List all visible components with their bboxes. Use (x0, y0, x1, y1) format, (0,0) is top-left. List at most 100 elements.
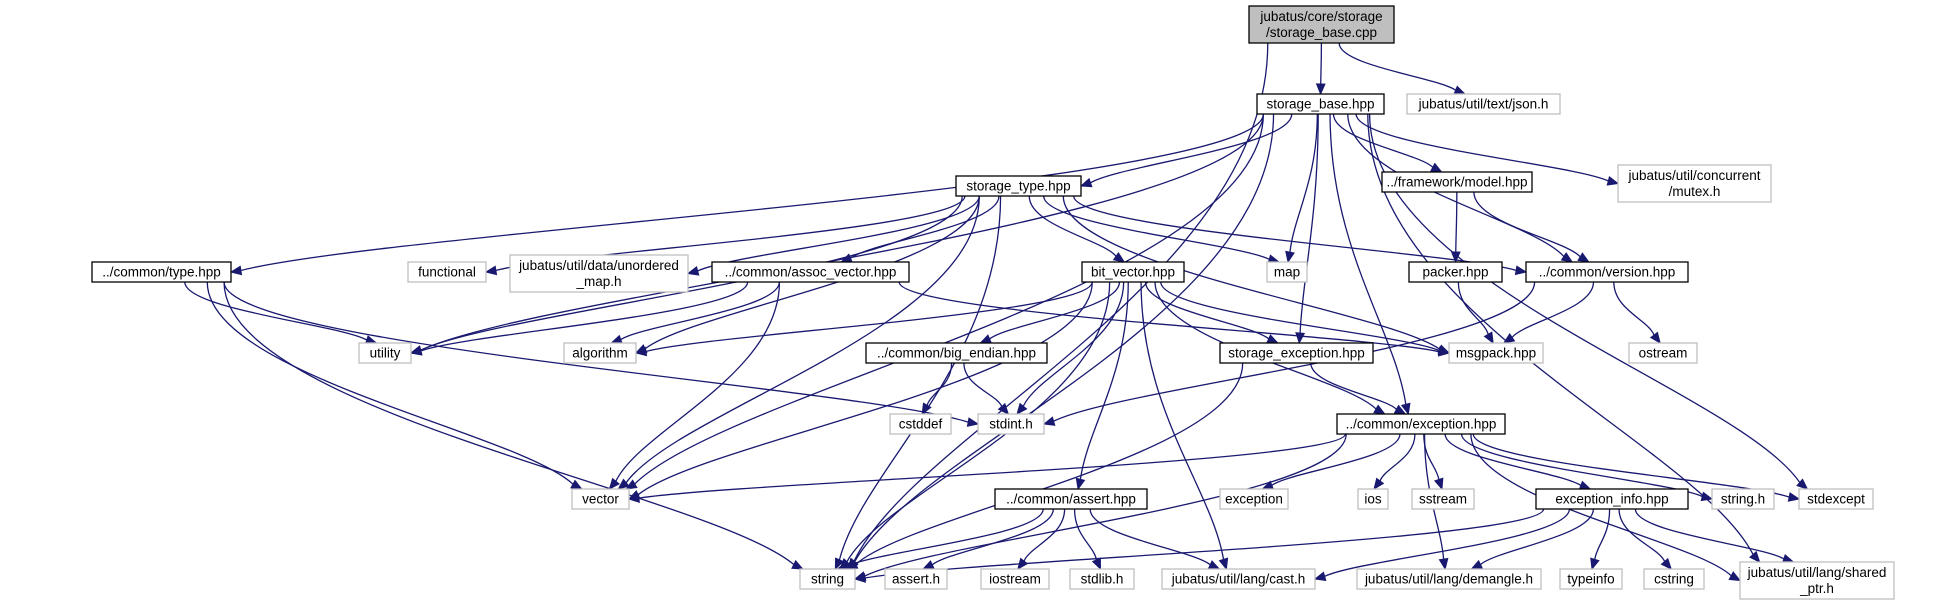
include-edge-bit_vector-to-big_endian (979, 281, 1121, 344)
node-label: jubatus/util/data/unordered (518, 258, 679, 273)
node-root[interactable]: jubatus/core/storage/storage_base.cpp (1248, 5, 1395, 44)
edge-line (638, 433, 1347, 499)
include-edge-storage_base-to-vector (625, 113, 1264, 490)
node-packer[interactable]: packer.hpp (1408, 261, 1503, 283)
node-box (884, 568, 948, 590)
node-version[interactable]: ../common/version.hpp (1525, 261, 1689, 283)
node-box (1711, 488, 1775, 510)
node-algorithm: algorithm (563, 342, 637, 364)
node-model[interactable]: ../framework/model.hpp (1381, 171, 1533, 193)
edge-line (637, 281, 1093, 496)
node-storage_exception[interactable]: storage_exception.hpp (1219, 342, 1374, 364)
arrowhead-icon (1577, 252, 1590, 263)
node-box (1643, 568, 1705, 590)
node-storage_base[interactable]: storage_base.hpp (1256, 93, 1385, 115)
include-edge-type-to-vector (206, 281, 583, 490)
node-label: ../common/big_endian.hpp (877, 346, 1036, 361)
edge-line (1379, 433, 1416, 482)
include-edge-bit_vector-to-algorithm (634, 281, 1093, 357)
node-box (1525, 261, 1689, 283)
node-type[interactable]: ../common/type.hpp (91, 261, 232, 283)
node-label: cstddef (899, 417, 943, 432)
node-utility: utility (358, 342, 412, 364)
edge-line (855, 362, 1244, 565)
node-label: packer.hpp (1422, 265, 1488, 280)
node-sstream: sstream (1411, 488, 1475, 510)
node-exception_hpp[interactable]: ../common/exception.hpp (1336, 413, 1506, 435)
include-edge-exception_hpp-to-vector (627, 433, 1347, 503)
node-exception_info[interactable]: exception_info.hpp (1535, 488, 1689, 510)
arrowhead-icon (1079, 177, 1093, 188)
edge-line (1338, 42, 1457, 91)
include-edge-root-to-json (1338, 42, 1467, 95)
edge-line (1073, 508, 1098, 560)
node-box (563, 342, 637, 364)
node-label: _map.h (575, 274, 621, 289)
node-label: exception (1225, 492, 1283, 507)
arrowhead-icon (1433, 477, 1444, 491)
node-map: map (1266, 261, 1308, 283)
edge-line (1634, 508, 1785, 560)
include-edge-bit_vector-to-vector (627, 281, 1093, 500)
node-assert_h: assert.h (884, 568, 948, 590)
edge-line (420, 281, 749, 352)
include-edge-assoc_vector-to-utility (409, 281, 749, 356)
arrowhead-icon (686, 266, 700, 276)
include-edge-exception_hpp-to-shared_ptr (1470, 433, 1742, 582)
node-unordered_map: jubatus/util/data/unordered_map.h (509, 254, 689, 293)
node-string: string (799, 568, 856, 590)
arrowhead-icon (1075, 477, 1086, 491)
edge-line (898, 281, 1440, 353)
edge-line (1140, 281, 1225, 560)
arrowhead-icon (1483, 331, 1494, 345)
include-edge-bit_vector-to-cast (1140, 281, 1229, 571)
node-iostream: iostream (980, 568, 1050, 590)
node-box (358, 342, 412, 364)
arrowhead-icon (853, 573, 866, 583)
arrowhead-icon (1016, 402, 1028, 416)
arrowhead-icon (1470, 559, 1484, 570)
include-edge-type-to-string (223, 281, 804, 570)
node-vector: vector (571, 488, 630, 510)
include-edge-storage_exception-to-exception_hpp (1310, 362, 1407, 415)
node-storage_type[interactable]: storage_type.hpp (955, 175, 1082, 197)
arrowhead-icon (625, 479, 638, 490)
node-label: bit_vector.hpp (1091, 265, 1175, 280)
node-box (1411, 488, 1475, 510)
node-box (1739, 561, 1895, 600)
node-box (407, 261, 487, 283)
edge-line (1347, 113, 1565, 257)
node-label: exception_info.hpp (1555, 492, 1668, 507)
edge-line (1079, 281, 1129, 480)
arrowhead-icon (966, 417, 980, 427)
node-assoc_vector[interactable]: ../common/assoc_vector.hpp (711, 261, 910, 283)
node-box (1266, 261, 1308, 283)
include-edge-bit_vector-to-stdint (1016, 281, 1125, 416)
include-edge-storage_exception-to-string (845, 362, 1244, 570)
arrowhead-icon (1700, 491, 1714, 502)
edge-line (1473, 191, 1581, 258)
arrowhead-icon (1514, 265, 1528, 276)
node-bit_vector[interactable]: bit_vector.hpp (1081, 261, 1185, 283)
node-stdlib: stdlib.h (1069, 568, 1135, 590)
node-big_endian[interactable]: ../common/big_endian.hpp (865, 342, 1048, 364)
node-box (1356, 568, 1542, 590)
node-label: storage_exception.hpp (1228, 346, 1365, 361)
edge-line (1271, 433, 1401, 486)
include-edge-storage_type-to-bit_vector (1028, 195, 1126, 263)
node-functional: functional (407, 261, 487, 283)
node-label: jubatus/util/lang/shared (1747, 565, 1887, 580)
arrowhead-icon (1787, 492, 1801, 502)
edge-line (1455, 191, 1458, 253)
arrowhead-icon (791, 559, 804, 570)
arrowhead-icon (1796, 478, 1809, 490)
node-assert_hpp[interactable]: ../common/assert.hpp (994, 488, 1148, 510)
arrowhead-icon (1590, 557, 1600, 571)
node-label: string (811, 572, 844, 587)
include-edge-exception_info-to-cast (1313, 508, 1571, 581)
include-edge-storage_base-to-type (229, 113, 1264, 276)
include-edge-root-to-storage_base (1315, 42, 1326, 96)
node-box (91, 261, 232, 283)
arrowhead-icon (1450, 251, 1461, 264)
edge-line (634, 113, 1264, 485)
